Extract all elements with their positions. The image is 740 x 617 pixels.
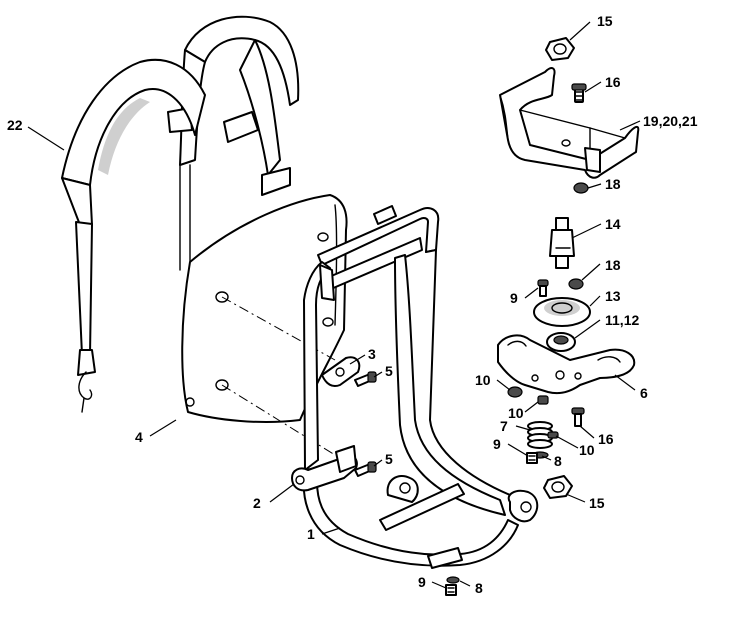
plate-part-6 (497, 334, 636, 395)
callout-10-left: 10 (475, 372, 491, 388)
damper-part-14 (549, 217, 575, 269)
callout-3: 3 (368, 346, 376, 362)
callout-14: 14 (605, 216, 621, 232)
callout-11-12: 11,12 (605, 312, 639, 328)
nut-part-10b (537, 395, 549, 405)
callout-16-top: 16 (605, 74, 621, 90)
callout-22: 22 (7, 117, 23, 133)
screw-part-16b (571, 407, 585, 427)
callout-8-middle: 8 (554, 453, 562, 469)
harness-part-22 (61, 15, 300, 413)
callout-8-bottom: 8 (475, 580, 483, 596)
callout-10-right: 10 (579, 442, 595, 458)
callout-9-upper: 9 (510, 290, 518, 306)
callout-7: 7 (500, 418, 508, 434)
clamp-part-2 (291, 445, 358, 492)
bracket-part-19-20-21 (499, 67, 640, 179)
assembly-line (221, 384, 336, 456)
nut-part-18a (573, 182, 589, 194)
screw-part-5a (354, 371, 377, 387)
callout-18-middle: 18 (605, 257, 621, 273)
clamp-part-3 (321, 356, 361, 387)
callout-2: 2 (253, 495, 261, 511)
nut-part-18b (568, 278, 584, 290)
callout-labels: 22 15 16 19,20,21 18 14 18 13 11,12 9 6 … (7, 13, 698, 596)
bearing-part-11-12 (546, 332, 576, 352)
spring-part-7 (527, 421, 559, 449)
callout-9-bottom: 9 (418, 574, 426, 590)
callout-5-upper: 5 (385, 363, 393, 379)
callout-15-top: 15 (597, 13, 613, 29)
callout-1: 1 (307, 526, 315, 542)
callout-13: 13 (605, 288, 621, 304)
ring-part-13 (533, 297, 591, 327)
callout-9-middle: 9 (493, 436, 501, 452)
screw-part-9a (537, 279, 549, 297)
screw-part-16a (571, 83, 587, 103)
nut-part-10a (507, 386, 523, 398)
nut-part-15a (545, 37, 575, 61)
callout-6: 6 (640, 385, 648, 401)
callout-10-middle: 10 (508, 405, 524, 421)
callout-4: 4 (135, 429, 143, 445)
callout-18-top: 18 (605, 176, 621, 192)
leader-lines (27, 21, 641, 589)
callout-19-20-21: 19,20,21 (643, 113, 698, 129)
back-plate-part-4 (181, 194, 348, 424)
callout-15-lower: 15 (589, 495, 605, 511)
frame-part-1 (302, 205, 539, 569)
screw-part-5b (354, 461, 377, 477)
screw-part-9c (445, 584, 457, 596)
screw-part-9b (526, 452, 538, 464)
callout-5-lower: 5 (385, 451, 393, 467)
washer-part-8b (446, 576, 460, 584)
callout-16-lower: 16 (598, 431, 614, 447)
nut-part-15b (543, 475, 573, 499)
